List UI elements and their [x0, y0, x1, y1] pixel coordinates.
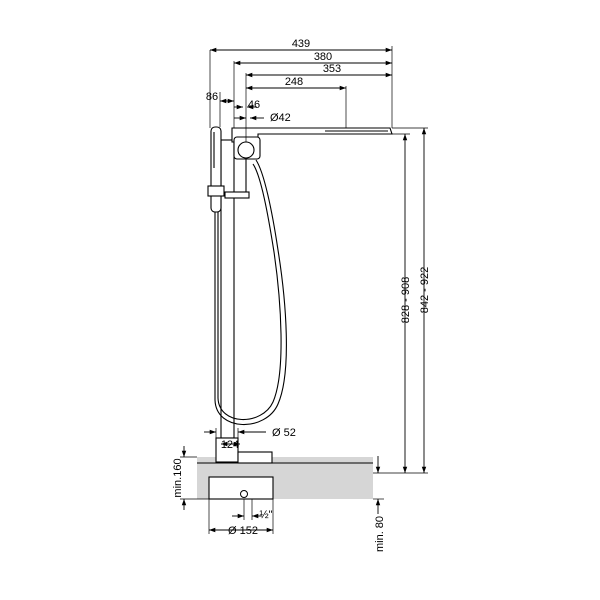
floor-base-block — [208, 476, 274, 500]
shower-hose — [214, 159, 287, 426]
handshower-grip — [207, 185, 225, 197]
dim-label-353: 353 — [323, 63, 341, 75]
dim-label-spout-height: 828 - 908 — [400, 277, 412, 323]
floor-clearance-dimension: min. 80 — [373, 456, 386, 552]
lever-knob — [237, 141, 255, 159]
dim-label-46: 46 — [248, 99, 260, 111]
dim-label-min80: min. 80 — [374, 516, 386, 552]
offset-dimensions: 86 46 Ø42 — [206, 91, 291, 127]
dim-label-42: Ø42 — [270, 112, 291, 124]
handshower-holder — [224, 191, 250, 199]
dim-label-380: 380 — [314, 51, 332, 63]
column — [220, 139, 235, 439]
handshower — [210, 126, 222, 213]
base-height-dimension: min.160 — [172, 446, 209, 510]
height-dimensions: 828 - 908 842 - 922 — [373, 127, 431, 474]
connection-point — [240, 490, 248, 498]
dim-label-86: 86 — [206, 91, 218, 103]
column-dimensions: Ø 52 124 — [204, 427, 296, 451]
mixer-body — [197, 126, 393, 464]
top-dimensions: 439 380 353 248 — [209, 38, 393, 142]
dim-label-half-inch: ½" — [259, 509, 272, 521]
dim-label-248: 248 — [285, 76, 303, 88]
base-bottom-dimensions: ½" Ø 152 — [208, 499, 274, 537]
floor-section — [197, 457, 373, 500]
shower-hose-inner — [217, 163, 282, 421]
dim-label-min160: min.160 — [172, 458, 184, 497]
dim-label-52: Ø 52 — [272, 427, 296, 439]
dim-label-439: 439 — [292, 38, 310, 50]
dim-label-total-height: 842 - 922 — [419, 267, 431, 313]
pedestal-collar — [237, 451, 273, 464]
dim-label-124: 124 — [221, 439, 239, 451]
dim-label-152: Ø 152 — [228, 525, 258, 537]
